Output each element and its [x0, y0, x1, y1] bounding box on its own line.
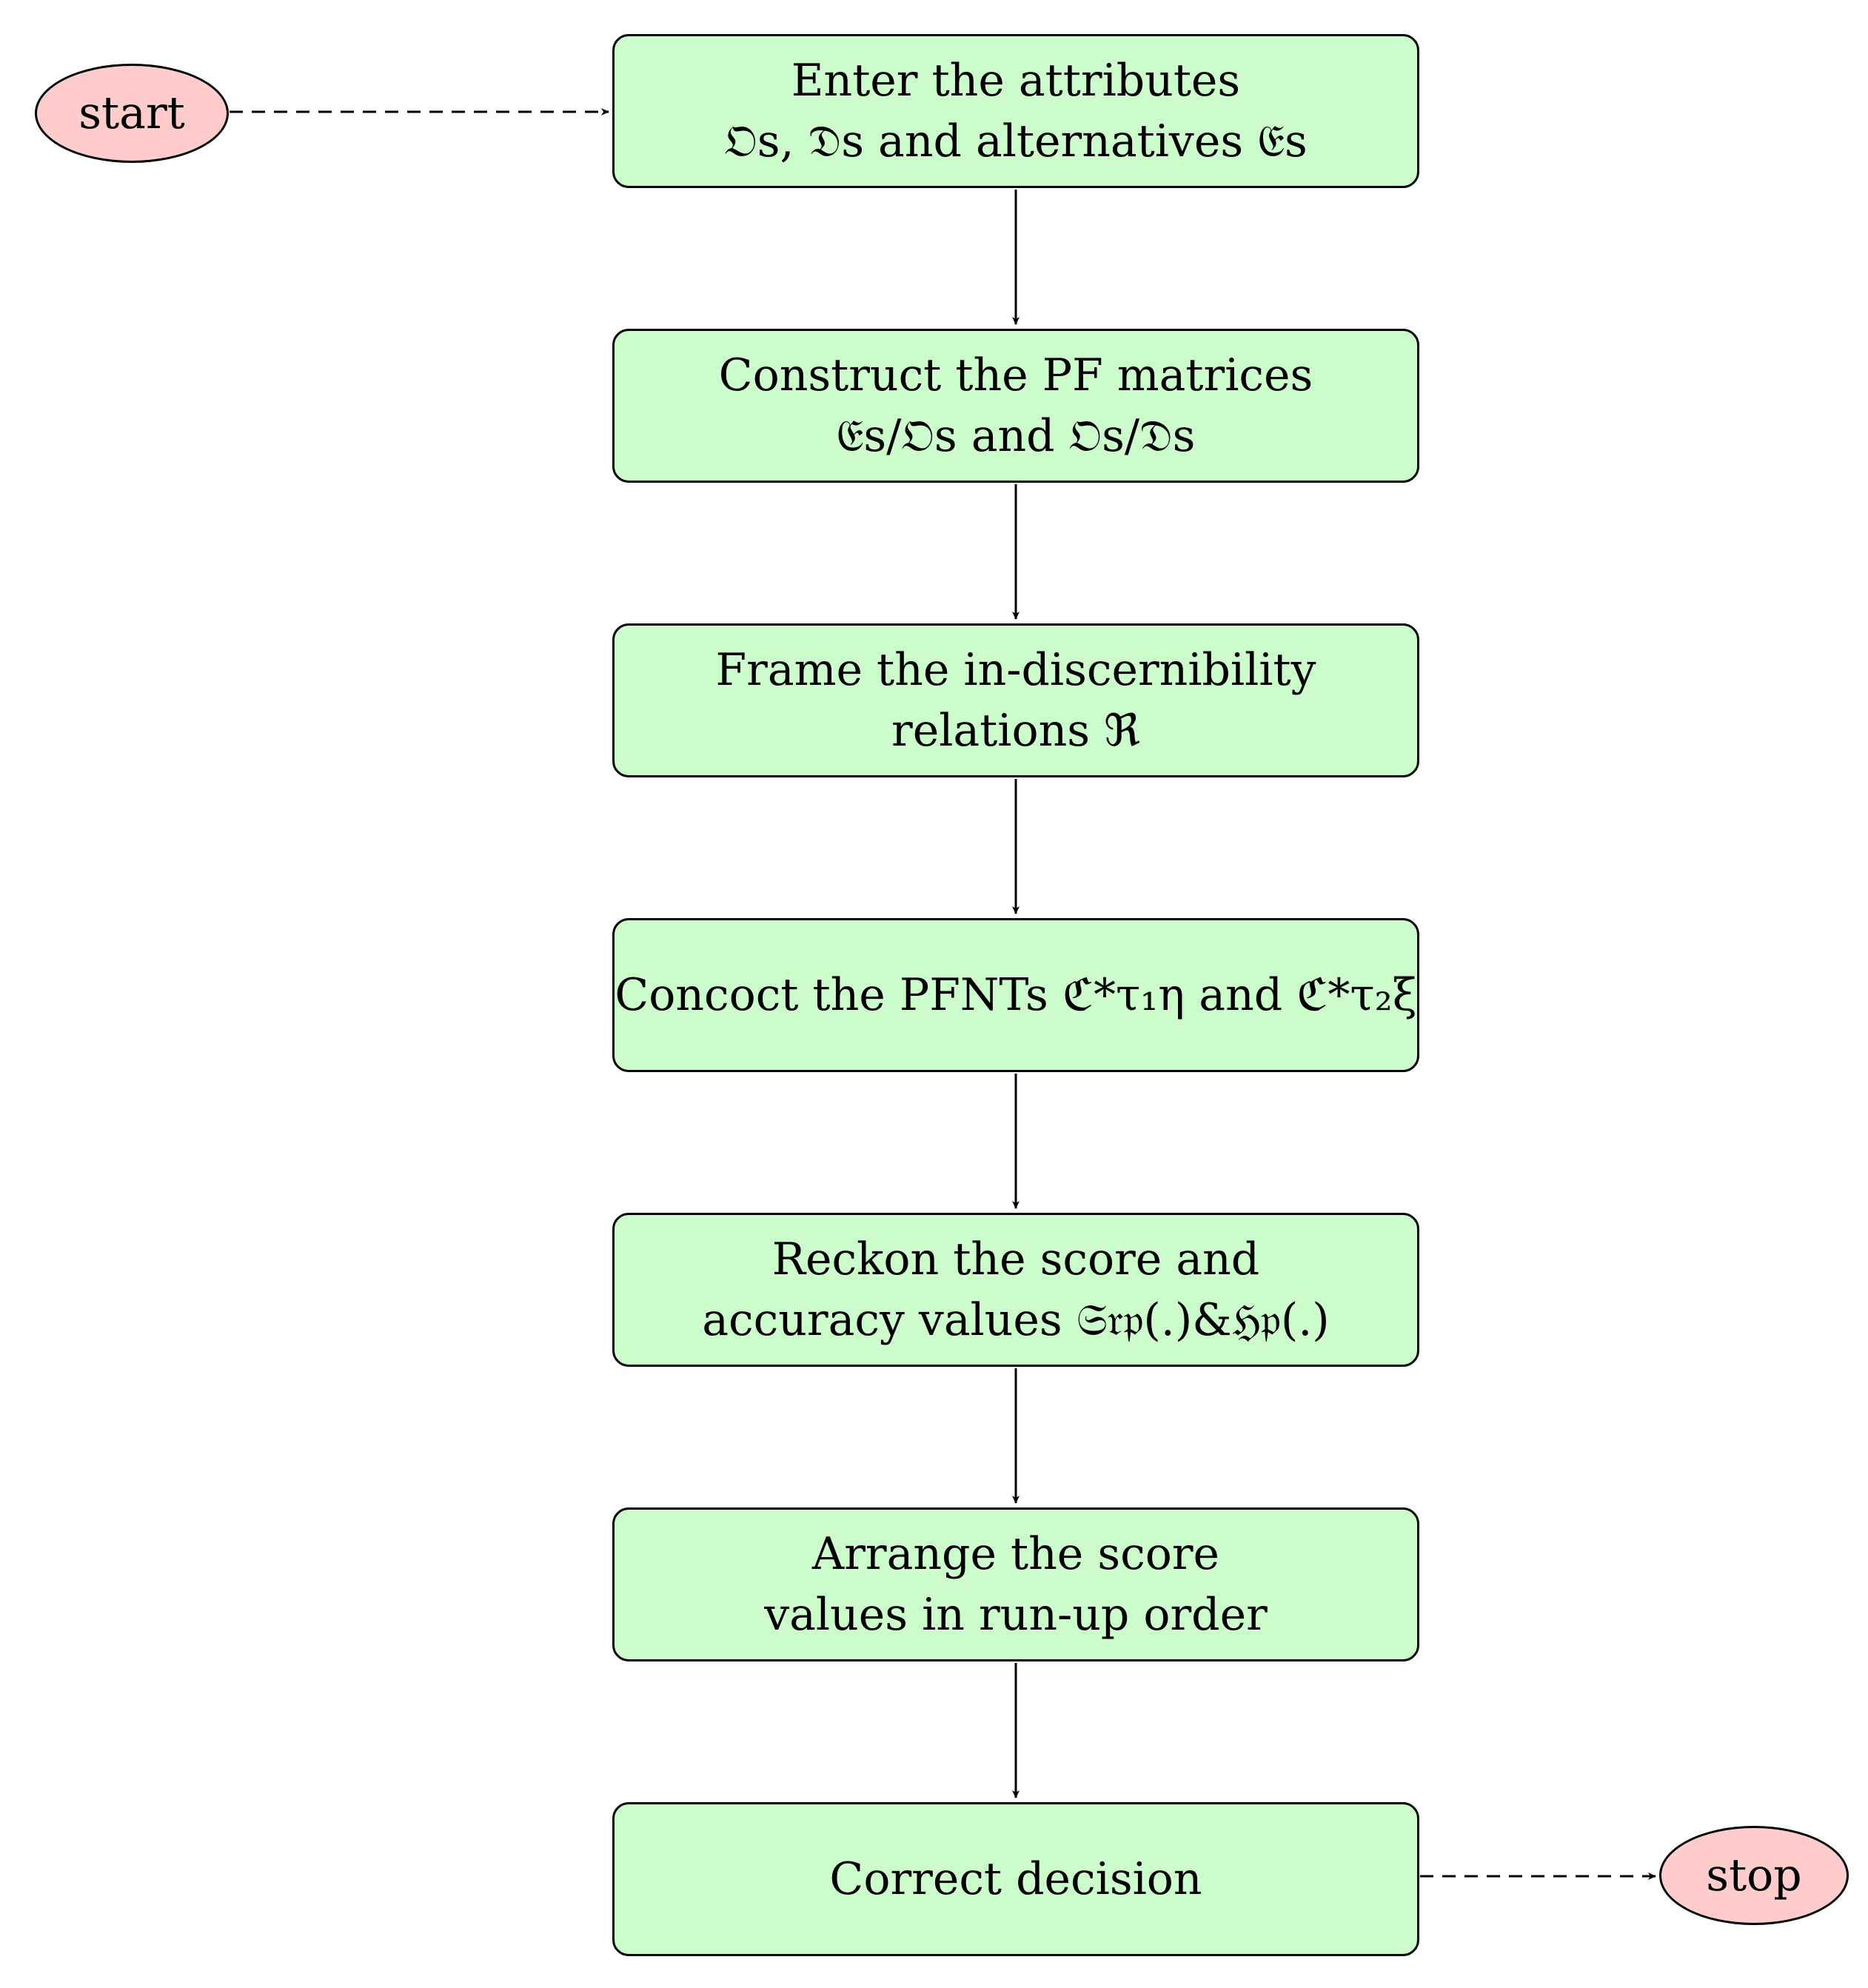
step-4-box: Concoct the PFNTs ℭ*τ₁η and ℭ*τ₂ξ [612, 918, 1419, 1072]
step-5-box: Reckon the score and accuracy values 𝔖𝔯𝔭… [612, 1213, 1419, 1367]
step-6-line-2: values in run-up order [764, 1589, 1268, 1641]
step-5-line-1: Reckon the score and [771, 1234, 1260, 1285]
stop-label: stop [1706, 1850, 1802, 1901]
step-1-box: Enter the attributes 𝔒s, 𝔇s and alternat… [612, 34, 1419, 188]
step-5-line-2: accuracy values 𝔖𝔯𝔭(.)&ℌ𝔭(.) [702, 1294, 1330, 1346]
step-6-box: Arrange the score values in run-up order [612, 1507, 1419, 1661]
step-2-box: Construct the PF matrices 𝔈s/𝔒s and 𝔒s/𝔇… [612, 329, 1419, 483]
step-7-line-1: Correct decision [829, 1853, 1202, 1905]
step-1-line-1: Enter the attributes [791, 55, 1241, 107]
step-2-line-1: Construct the PF matrices [718, 349, 1313, 401]
step-3-line-2: relations ℜ [891, 705, 1140, 757]
start-label: start [78, 87, 185, 139]
step-3-box: Frame the in-discernibility relations ℜ [612, 623, 1419, 777]
step-2-line-2: 𝔈s/𝔒s and 𝔒s/𝔇s [836, 410, 1196, 462]
step-4-line-1: Concoct the PFNTs ℭ*τ₁η and ℭ*τ₂ξ [615, 969, 1417, 1021]
start-terminal: start [35, 64, 229, 163]
step-6-line-1: Arrange the score [811, 1528, 1220, 1580]
step-3-line-1: Frame the in-discernibility [715, 644, 1316, 696]
step-1-line-2: 𝔒s, 𝔇s and alternatives 𝔈s [724, 116, 1308, 167]
step-7-box: Correct decision [612, 1802, 1419, 1956]
stop-terminal: stop [1659, 1826, 1849, 1925]
